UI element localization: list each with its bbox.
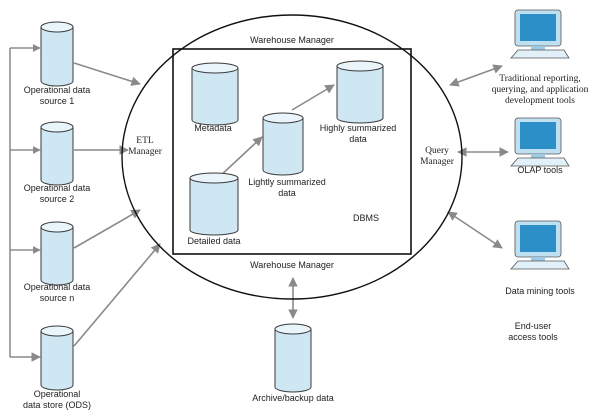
archive-label: Archive/backup data <box>252 393 334 403</box>
arrow-detailed-lightly <box>217 136 263 179</box>
tool-2-label: OLAP tools <box>517 165 563 175</box>
reporting-workstation-icon <box>510 9 570 59</box>
tool-1-label: Traditional reporting,querying, and appl… <box>492 74 589 106</box>
source-1-cylinder <box>40 21 74 87</box>
olap-workstation-icon <box>510 117 570 167</box>
connector-arrows <box>10 62 509 362</box>
arrow-ods-etl <box>73 243 161 347</box>
arrow-lightly-highly <box>291 84 335 111</box>
arrow-query-reporting <box>449 64 503 87</box>
dbms-label: DBMS <box>353 213 379 223</box>
warehouse-manager-top-label: Warehouse Manager <box>250 35 334 45</box>
arrow-sourcen-etl <box>73 209 141 249</box>
arrow-source1-etl <box>73 62 141 86</box>
warehouse-box <box>172 48 412 255</box>
archive-cylinder <box>274 323 312 393</box>
source-n-cylinder <box>40 221 74 286</box>
source-2-cylinder <box>40 121 74 186</box>
metadata-cylinder <box>191 62 239 126</box>
detailed-data-cylinder <box>189 172 239 236</box>
warehouse-ellipse <box>121 14 463 300</box>
tool-3-label: Data mining tools <box>505 286 575 296</box>
warehouse-manager-bottom-label: Warehouse Manager <box>250 260 334 270</box>
highly-summarized-cylinder <box>336 60 384 124</box>
lightly-summarized-cylinder <box>262 112 304 176</box>
arrow-query-datamining <box>447 211 503 249</box>
ods-cylinder <box>40 325 74 391</box>
left-bracket-lines <box>9 44 41 357</box>
datamining-workstation-icon <box>510 220 570 270</box>
detailed-data-label: Detailed data <box>187 236 240 246</box>
metadata-label: Metadata <box>194 123 232 133</box>
